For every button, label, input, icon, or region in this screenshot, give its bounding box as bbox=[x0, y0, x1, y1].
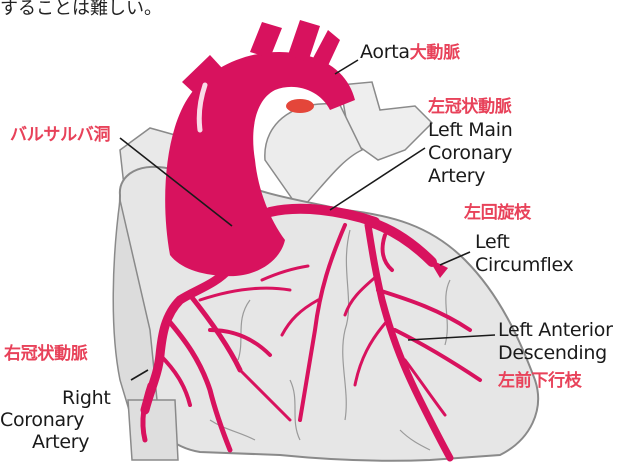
aorta-label: Aorta大動脈 bbox=[360, 42, 460, 63]
left-main-label-line2: Coronary bbox=[428, 143, 512, 164]
rca-label-jp: 右冠状動脈 bbox=[4, 345, 88, 364]
left-main-label-jp: 左冠状動脈 bbox=[428, 98, 512, 117]
pulmonary-trunk bbox=[265, 104, 362, 210]
rca-label-line2: Coronary bbox=[0, 410, 84, 431]
sinus-label-jp: バルサルバ洞 bbox=[10, 126, 110, 145]
lad-label-line1: Left Anterior bbox=[498, 320, 613, 341]
left-main-label-line3: Artery bbox=[428, 166, 485, 187]
circumflex-label-line1: Left bbox=[475, 232, 510, 253]
rca-label-line3: Artery bbox=[32, 432, 89, 453]
rca-label-line1: Right bbox=[62, 388, 111, 409]
aortic-highlight bbox=[286, 99, 314, 113]
left-main-label-line1: Left Main bbox=[428, 120, 512, 141]
circumflex-label-line2: Circumflex bbox=[475, 255, 574, 276]
lad-label-line2: Descending bbox=[498, 343, 607, 364]
aorta-label-jp: 大動脈 bbox=[410, 43, 460, 63]
aorta-label-en: Aorta bbox=[360, 41, 410, 63]
lad-label-jp: 左前下行枝 bbox=[498, 372, 582, 391]
circumflex-label-jp: 左回旋枝 bbox=[464, 204, 531, 223]
inferior-vena-cava bbox=[128, 400, 178, 460]
